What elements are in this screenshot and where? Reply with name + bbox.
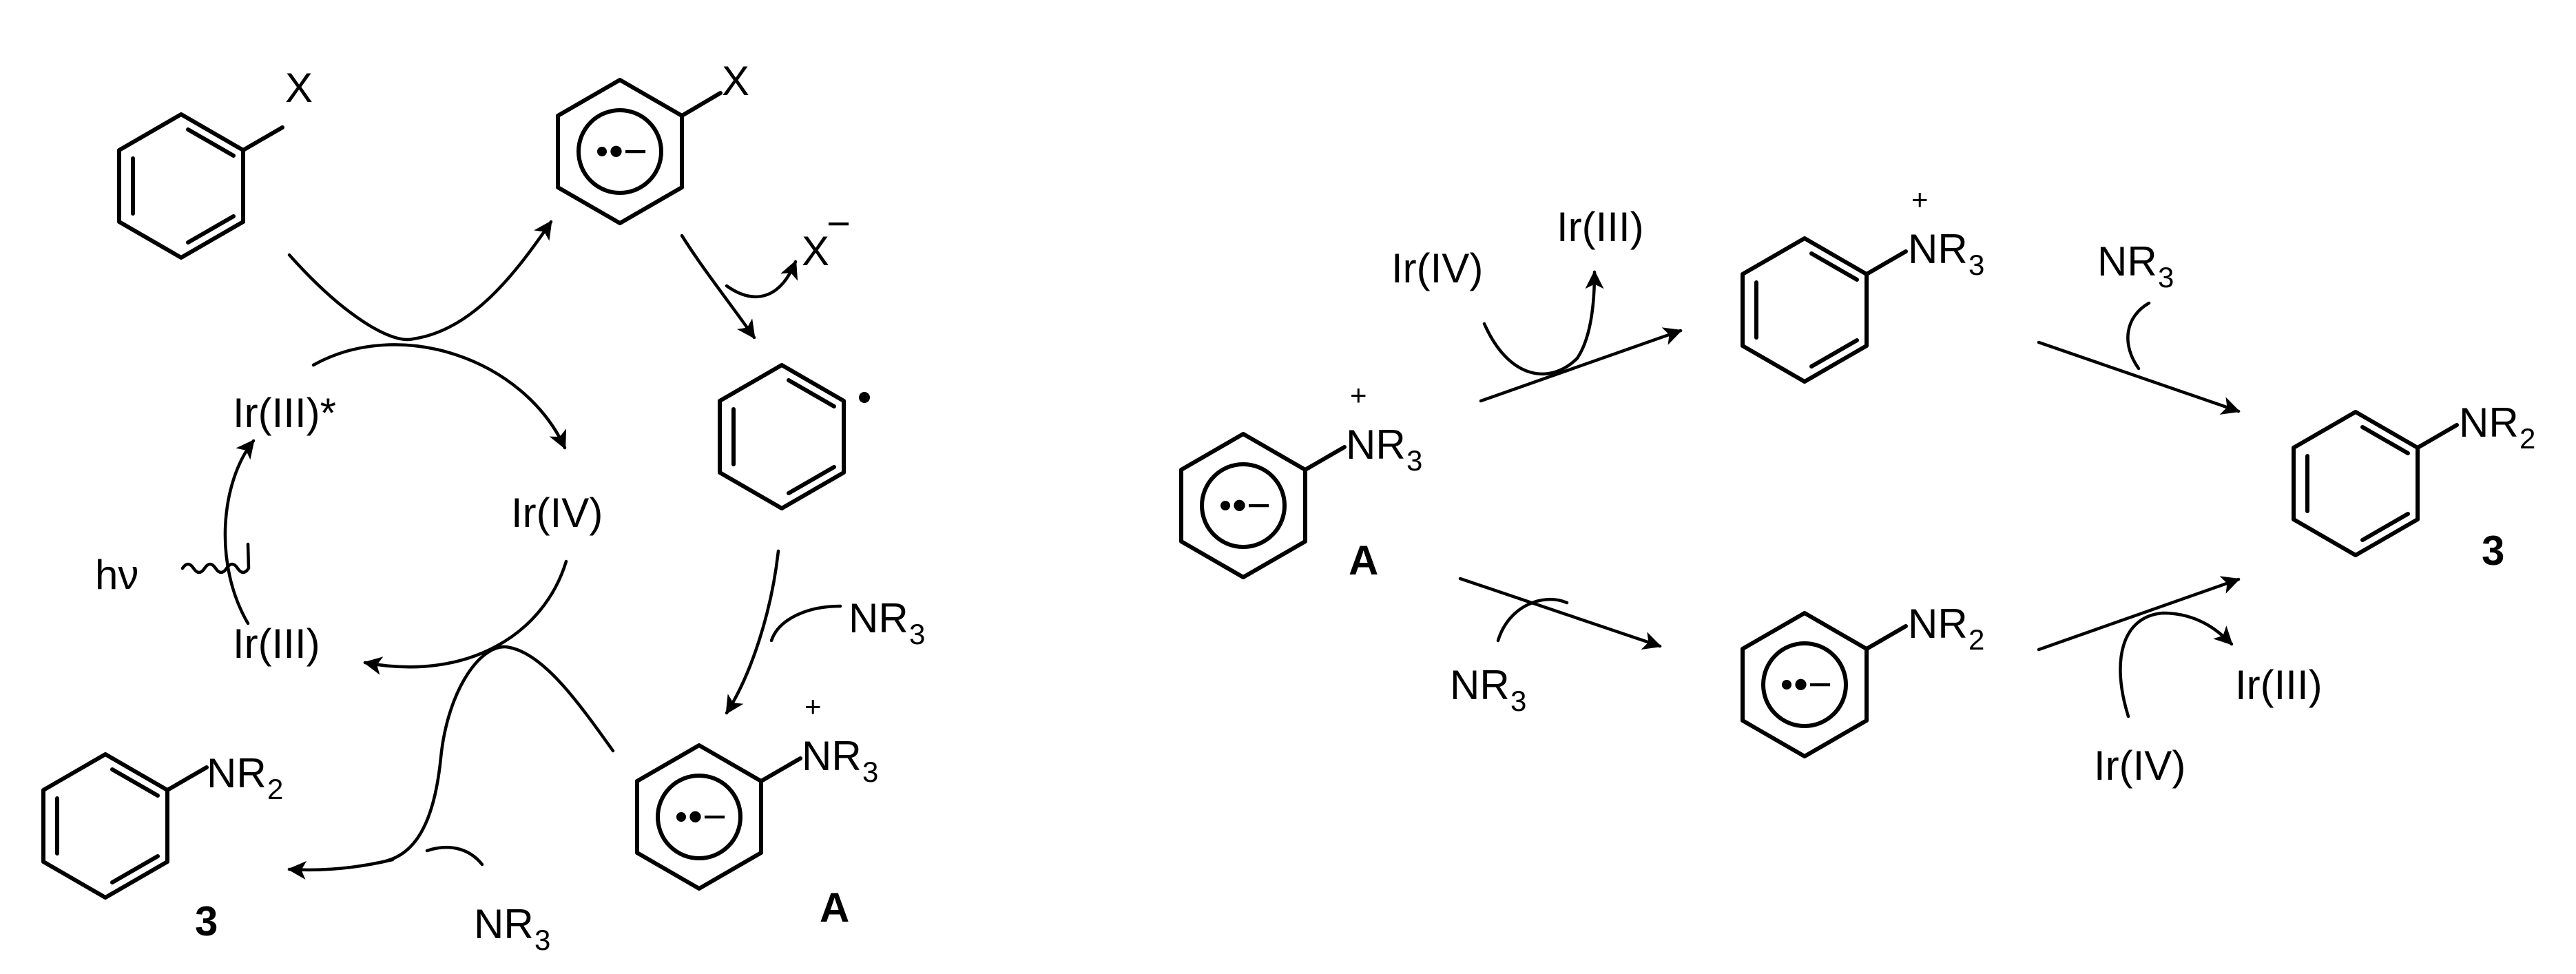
right-mechanism-scheme: •− NR 3 + A Ir(IV) Ir(III) NR 3 + NR 3 <box>1179 183 2535 789</box>
radical-anion-charge: •− <box>1794 661 1832 707</box>
ammonium-subscript: 3 <box>1406 444 1422 477</box>
radical-anion-charge: •− <box>688 794 727 840</box>
ammonium-subscript: 3 <box>1969 249 1984 281</box>
upper-amine-curve <box>2126 301 2151 371</box>
halogen-label: X <box>722 58 749 104</box>
radical-dot-icon <box>1782 680 1791 690</box>
lower-amine-curve <box>1496 597 1569 643</box>
cycle-arrow-iii-to-excited <box>223 439 256 625</box>
lower-amine-subscript: 3 <box>1510 685 1526 717</box>
amine-subscript: 3 <box>909 618 925 650</box>
start-ammonium-radical-anion: •− NR 3 + A <box>1179 379 1422 583</box>
lower-ir-iii-label: Ir(III) <box>2235 662 2323 708</box>
amine-addition-curve <box>769 604 842 643</box>
right-product-structure: NR 2 3 <box>2292 400 2535 574</box>
amine-base: NR <box>2459 400 2519 446</box>
halide-loss-arrow <box>725 260 798 299</box>
compound-label-a: A <box>820 884 849 931</box>
benzene-ring <box>117 112 245 260</box>
ammonium-plus: + <box>804 690 822 723</box>
lower-step-2-arrow <box>2037 576 2241 652</box>
amine-base: NR <box>849 595 908 641</box>
lower-aniline-radical-anion: •− NR 2 <box>1741 601 1984 758</box>
light-label: hν <box>95 552 138 598</box>
aryl-radical-structure <box>718 363 870 510</box>
halogen-label: X <box>285 65 313 111</box>
amine-subscript: 2 <box>267 773 283 805</box>
radical-anion-charge: •− <box>1232 482 1271 528</box>
ir-iii-label: Ir(III) <box>233 621 320 667</box>
radical-anion-charge: •− <box>609 128 647 174</box>
ammonium-base: NR <box>1346 422 1406 468</box>
upper-ir-iv-label: Ir(IV) <box>1391 245 1483 291</box>
product-formation-arrow <box>287 858 395 880</box>
upper-step-2-arrow <box>2037 340 2241 415</box>
upper-amine-subscript: 3 <box>2158 261 2174 293</box>
ir-iii-excited-label: Ir(III)* <box>233 390 336 436</box>
ir-iv-label: Ir(IV) <box>511 490 603 536</box>
c-x-bond <box>241 125 284 152</box>
cycle-arrow-iv-to-iii <box>363 559 568 675</box>
amine-base: NR <box>207 750 267 796</box>
lower-step-1-arrow <box>1458 577 1662 650</box>
compound-label-a: A <box>1349 537 1378 583</box>
amine-subscript: 3 <box>534 924 550 956</box>
amine-subscript: 2 <box>1969 623 1984 656</box>
ammonium-plus: + <box>1350 379 1367 411</box>
ammonium-subscript: 3 <box>862 756 878 788</box>
oxidation-curve <box>384 645 615 863</box>
fragmentation-arrow <box>680 234 756 340</box>
halide-ion-structure: X − <box>802 200 851 274</box>
amine-reagent-2: NR 3 <box>474 901 550 956</box>
electron-transfer-arrow <box>287 220 553 342</box>
lower-oxidation-curve <box>2119 611 2234 718</box>
radical-amination-arrow <box>725 549 780 715</box>
ammonium-base: NR <box>802 733 862 779</box>
ammonium-base: NR <box>1908 226 1968 272</box>
compound-label-3: 3 <box>2482 528 2504 574</box>
radical-dot-icon <box>859 392 870 403</box>
product-structure: NR 2 3 <box>41 750 283 944</box>
upper-oxidation-curve <box>1482 270 1604 375</box>
lower-amine-base: NR <box>1450 662 1510 708</box>
upper-ammonium-intermediate: NR 3 + <box>1741 183 1984 384</box>
amine-reagent-1: NR 3 <box>849 595 925 650</box>
left-catalytic-cycle: X •− X X − NR 3 <box>41 58 925 956</box>
halide-charge: − <box>827 200 851 247</box>
upper-amine-base: NR <box>2097 238 2157 284</box>
aryl-halide-radical-anion-structure: •− X <box>556 58 749 225</box>
cycle-arrow-excited-to-iv <box>311 343 567 450</box>
radical-dot-icon <box>676 812 686 822</box>
ammonium-radical-anion-structure: •− NR 3 + A <box>635 690 878 931</box>
compound-label-3: 3 <box>195 898 218 944</box>
amine-subscript: 2 <box>2520 422 2535 455</box>
amine-2-curve <box>425 845 484 867</box>
wavy-light-arrow <box>180 542 251 574</box>
halide-label: X <box>802 228 829 274</box>
amine-base: NR <box>1908 601 1968 647</box>
upper-ir-iii-label: Ir(III) <box>1557 204 1644 250</box>
radical-dot-icon <box>1221 501 1230 510</box>
radical-dot-icon <box>597 147 607 156</box>
aryl-halide-structure: X <box>117 65 313 260</box>
ammonium-plus: + <box>1911 183 1929 216</box>
amine-base: NR <box>474 901 534 947</box>
upper-step-1-arrow <box>1479 327 1683 403</box>
lower-ir-iv-label: Ir(IV) <box>2094 743 2185 789</box>
